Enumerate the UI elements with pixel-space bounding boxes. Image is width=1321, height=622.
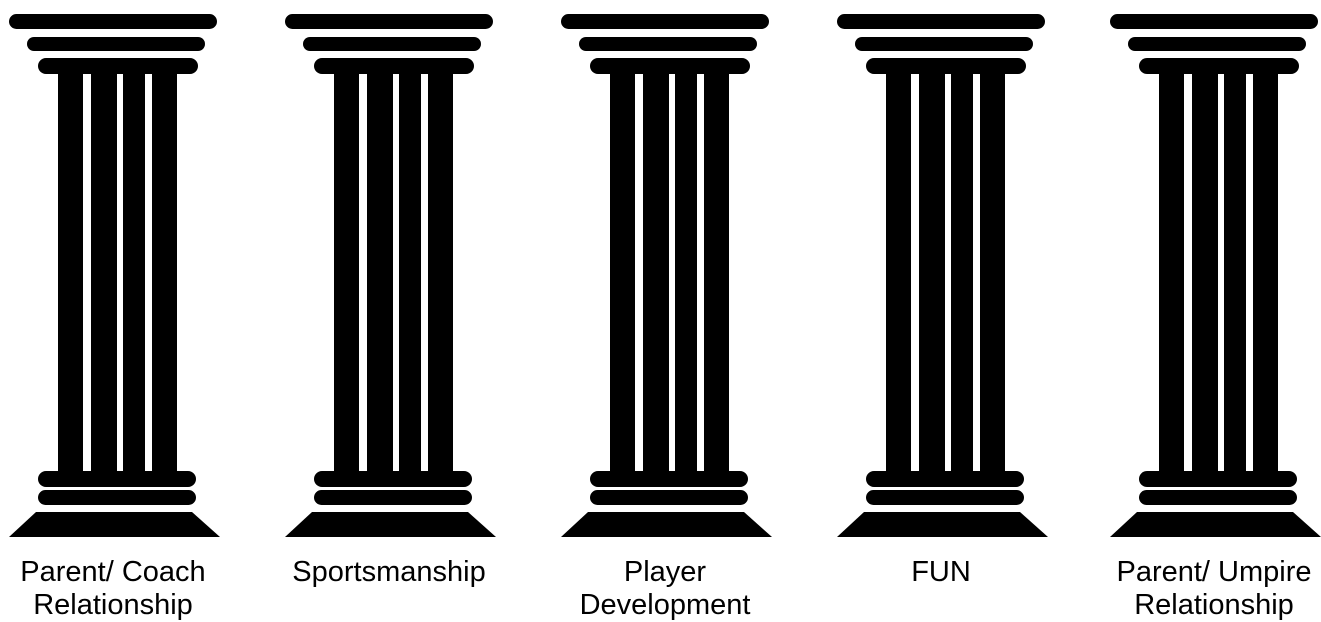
pillar-graphic xyxy=(831,0,1051,545)
pillar-parent-umpire: Parent/ Umpire Relationship xyxy=(1104,0,1321,620)
pillar-graphic xyxy=(555,0,775,545)
pillar-label: Sportsmanship xyxy=(269,556,509,589)
pillar-graphic xyxy=(1104,0,1321,545)
pillar-label: Parent/ Coach Relationship xyxy=(0,556,233,622)
pillar-sportsmanship: Sportsmanship xyxy=(279,0,499,620)
pillar-graphic xyxy=(3,0,223,545)
pillar-fun: FUN xyxy=(831,0,1051,620)
pillar-label: Parent/ Umpire Relationship xyxy=(1094,556,1321,622)
pillar-parent-coach: Parent/ Coach Relationship xyxy=(3,0,223,620)
pillar-player-development: Player Development xyxy=(555,0,775,620)
pillar-label: FUN xyxy=(821,556,1061,589)
pillar-label: Player Development xyxy=(545,556,785,622)
pillar-graphic xyxy=(279,0,499,545)
